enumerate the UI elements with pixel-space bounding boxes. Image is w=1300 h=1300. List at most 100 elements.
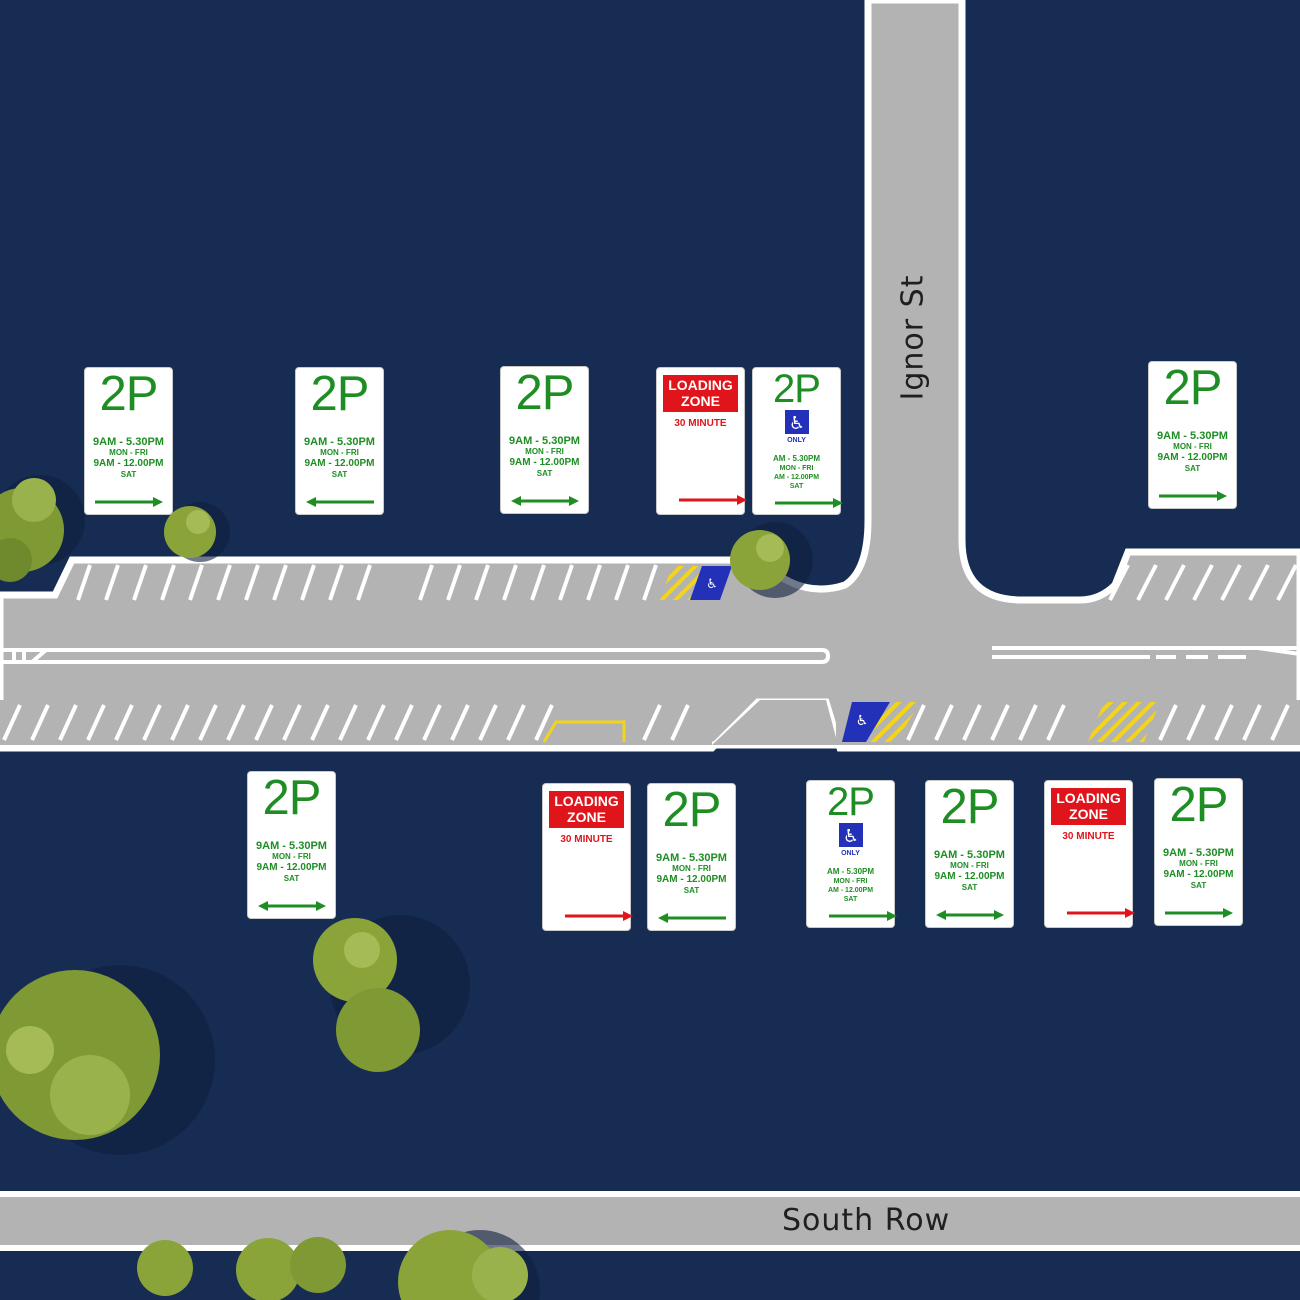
wheelchair-icon: ♿ <box>838 823 863 847</box>
south-row-road <box>0 1191 1300 1251</box>
sign-weekday-days: MON - FRI <box>1179 859 1218 868</box>
svg-text:♿: ♿ <box>856 713 869 729</box>
sign-weekday-hours: 9AM - 5.30PM <box>93 436 164 448</box>
sign-time-limit: 2P <box>940 780 1000 834</box>
sign-time-limit: 2P <box>515 366 575 420</box>
sign-weekday-hours: 9AM - 5.30PM <box>304 436 375 448</box>
sign-sat-hours: 9AM - 12.00PM <box>304 458 375 469</box>
sign-sat-hours: 9AM - 12.00PM <box>509 457 580 468</box>
sign-time-limit: 2P <box>262 771 322 825</box>
sign-weekday-days: MON - FRI <box>1173 442 1212 451</box>
ignor-st-road <box>0 0 1300 749</box>
parking-sign-2p: 2P 9AM - 5.30PM MON - FRI 9AM - 12.00PM … <box>247 771 336 919</box>
sign-weekday-hours: AM - 5.30PM <box>826 867 875 876</box>
parking-sign-2p: 2P 9AM - 5.30PM MON - FRI 9AM - 12.00PM … <box>500 366 589 514</box>
sign-weekday-days: MON - FRI <box>272 852 311 861</box>
sign-weekday-hours: 9AM - 5.30PM <box>934 849 1005 861</box>
south-parking-lane <box>2 704 1290 741</box>
disabled-parking-sign: 2P ♿ ONLY AM - 5.30PM MON - FRI AM - 12.… <box>806 780 897 928</box>
sign-sat-day: SAT <box>1190 881 1207 890</box>
sign-loading-zone-title: LOADING ZONE <box>663 375 738 412</box>
sign-weekday-days: MON - FRI <box>525 447 564 456</box>
tree-cluster-mid <box>313 915 470 1072</box>
sign-sat-day: SAT <box>536 469 553 478</box>
tree-cluster-large <box>0 965 215 1155</box>
sign-sat-day: SAT <box>120 470 137 479</box>
sign-weekday-days: MON - FRI <box>109 448 148 457</box>
sign-loading-zone-title: LOADING ZONE <box>549 791 624 828</box>
sign-loading-duration: 30 MINUTE <box>1062 831 1115 842</box>
sign-sat-day: SAT <box>843 896 858 903</box>
parking-sign-2p: 2P 9AM - 5.30PM MON - FRI 9AM - 12.00PM … <box>1148 361 1237 509</box>
north-disabled-bay <box>690 566 732 600</box>
south-row-label: South Row <box>782 1203 951 1238</box>
ignor-st-label: Ignor St <box>895 274 931 401</box>
arrow-right-icon <box>565 911 633 921</box>
disabled-parking-sign: 2P ♿ ONLY AM - 5.30PM MON - FRI AM - 12.… <box>752 367 843 515</box>
north-hatch-zone <box>660 566 702 600</box>
arrow-right-icon <box>1159 491 1227 501</box>
sign-time-limit: 2P <box>827 780 875 824</box>
south-hatch-zone-1 <box>866 702 920 742</box>
tree-row-south <box>137 1230 540 1300</box>
sign-sat-hours: 9AM - 12.00PM <box>256 862 327 873</box>
arrow-right-icon <box>1165 908 1233 918</box>
sign-loading-duration: 30 MINUTE <box>560 834 613 845</box>
sign-weekday-days: MON - FRI <box>672 864 711 873</box>
sign-loading-duration: 30 MINUTE <box>674 418 727 429</box>
arrow-right-icon <box>829 911 897 921</box>
sign-sat-hours: 9AM - 12.00PM <box>93 458 164 469</box>
sign-weekday-hours: 9AM - 5.30PM <box>1157 430 1228 442</box>
arrow-left-icon <box>306 497 374 507</box>
south-hatch-zone-2 <box>1088 702 1160 742</box>
parking-sign-2p: 2P 9AM - 5.30PM MON - FRI 9AM - 12.00PM … <box>1154 778 1243 926</box>
tree-small-1 <box>164 502 230 562</box>
sign-weekday-hours: 9AM - 5.30PM <box>1163 847 1234 859</box>
arrow-right-icon <box>95 497 163 507</box>
sign-sat-hours: AM - 12.00PM <box>773 474 820 481</box>
parking-sign-2p: 2P 9AM - 5.30PM MON - FRI 9AM - 12.00PM … <box>925 780 1014 928</box>
wheelchair-icon: ♿ <box>784 410 809 434</box>
sign-sat-hours: 9AM - 12.00PM <box>1157 452 1228 463</box>
sign-sat-day: SAT <box>789 483 804 490</box>
sign-sat-day: SAT <box>961 883 978 892</box>
arrow-both-icon <box>936 910 1004 920</box>
sign-sat-day: SAT <box>683 886 700 895</box>
sign-sat-day: SAT <box>331 470 348 479</box>
tree-cluster-west <box>0 475 85 582</box>
svg-text:♿: ♿ <box>788 413 804 434</box>
sign-time-limit: 2P <box>773 367 821 411</box>
north-parking-lane <box>76 564 1298 601</box>
sign-weekday-hours: 9AM - 5.30PM <box>509 435 580 447</box>
sign-weekday-days: MON - FRI <box>833 878 868 885</box>
sign-sat-hours: 9AM - 12.00PM <box>656 874 727 885</box>
loading-zone-sign: LOADING ZONE 30 MINUTE <box>1044 780 1135 928</box>
svg-text:♿: ♿ <box>842 826 858 847</box>
arrow-right-icon <box>1067 908 1135 918</box>
sign-weekday-hours: 9AM - 5.30PM <box>256 840 327 852</box>
loading-zone-sign: LOADING ZONE 30 MINUTE <box>656 367 747 515</box>
parking-sign-2p: 2P 9AM - 5.30PM MON - FRI 9AM - 12.00PM … <box>295 367 384 515</box>
sign-loading-zone-title: LOADING ZONE <box>1051 788 1126 825</box>
sign-time-limit: 2P <box>1169 778 1229 832</box>
parking-sign-2p: 2P 9AM - 5.30PM MON - FRI 9AM - 12.00PM … <box>84 367 173 515</box>
sign-only-label: ONLY <box>841 850 860 857</box>
svg-text:♿: ♿ <box>706 577 718 592</box>
sign-sat-day: SAT <box>283 874 300 883</box>
sign-time-limit: 2P <box>1163 361 1223 415</box>
sign-time-limit: 2P <box>662 783 722 837</box>
arrow-right-icon <box>679 495 747 505</box>
loading-zone-sign: LOADING ZONE 30 MINUTE <box>542 783 633 931</box>
parking-sign-2p: 2P 9AM - 5.30PM MON - FRI 9AM - 12.00PM … <box>647 783 736 931</box>
sign-time-limit: 2P <box>310 367 370 421</box>
centre-line <box>0 648 831 664</box>
sign-weekday-hours: 9AM - 5.30PM <box>656 852 727 864</box>
sign-weekday-hours: AM - 5.30PM <box>772 454 821 463</box>
sign-weekday-days: MON - FRI <box>950 861 989 870</box>
sign-sat-hours: 9AM - 12.00PM <box>934 871 1005 882</box>
arrow-left-icon <box>658 913 726 923</box>
sign-weekday-days: MON - FRI <box>779 465 814 472</box>
sign-only-label: ONLY <box>787 437 806 444</box>
